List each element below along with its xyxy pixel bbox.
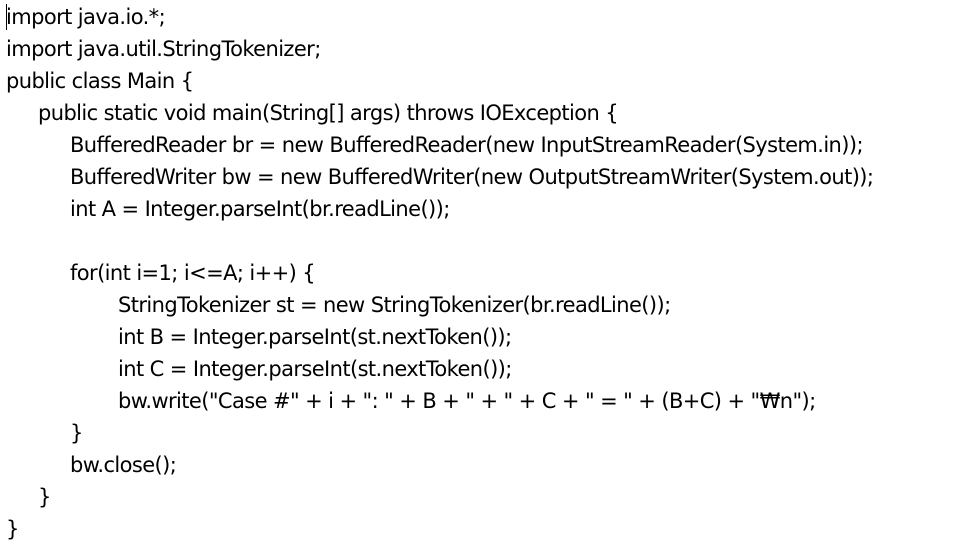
code-line-1: import java.io.*; (6, 5, 166, 29)
text-caret (6, 4, 7, 30)
code-line-2: import java.util.StringTokenizer; (6, 37, 321, 61)
code-line-7: int A = Integer.parseInt(br.readLine()); (70, 197, 450, 221)
code-line-15: bw.close(); (70, 453, 177, 477)
code-line-14: } (70, 421, 83, 445)
code-line-16: } (38, 485, 51, 509)
code-line-17: } (6, 517, 19, 541)
code-line-12: int C = Integer.parseInt(st.nextToken())… (118, 357, 512, 381)
code-line-5: BufferedReader br = new BufferedReader(n… (70, 133, 864, 157)
code-line-6: BufferedWriter bw = new BufferedWriter(n… (70, 165, 874, 189)
code-line-9: for(int i=1; i<=A; i++) { (70, 261, 316, 285)
code-line-4: public static void main(String[] args) t… (38, 101, 619, 125)
code-line-10: StringTokenizer st = new StringTokenizer… (118, 293, 671, 317)
code-line-11: int B = Integer.parseInt(st.nextToken())… (118, 325, 512, 349)
code-line-13: bw.write("Case #" + i + ": " + B + " + "… (118, 389, 816, 413)
code-line-3: public class Main { (6, 69, 194, 93)
